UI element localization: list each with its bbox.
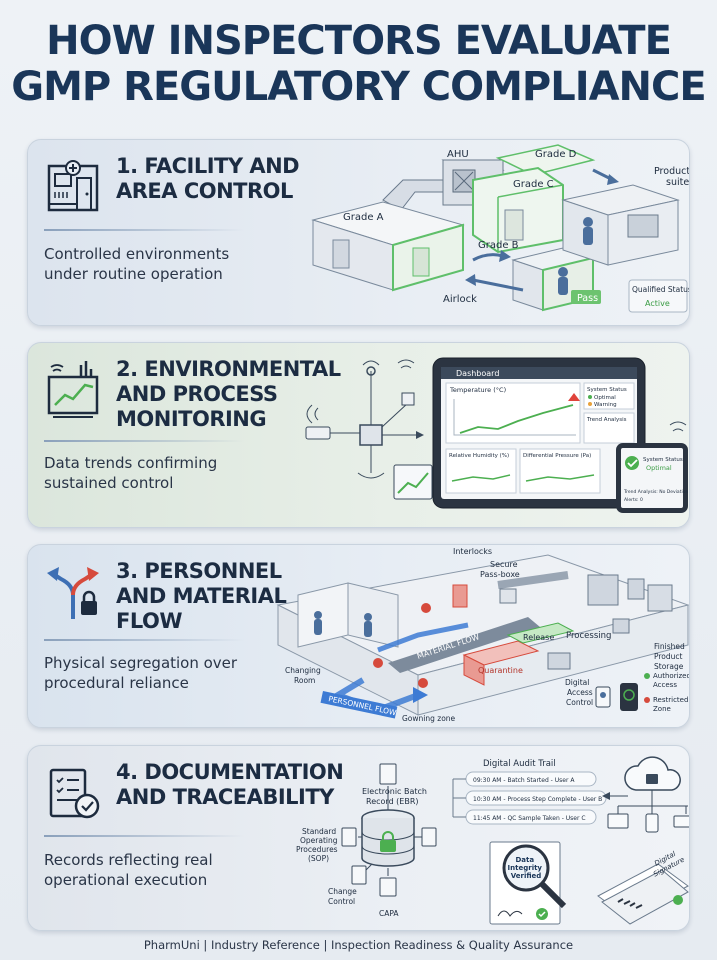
data-integrity-label: Data Integrity Verified — [508, 856, 545, 880]
secure-pass-box-label: Secure Pass-boxe — [480, 560, 520, 579]
section-environmental-process-monitoring: 2. ENVIRONMENTAL AND PROCESS MONITORING … — [27, 342, 690, 528]
section-facility-area-control: 1. FACILITY AND AREA CONTROL Controlled … — [27, 139, 690, 326]
page-title: HOW INSPECTORS EVALUATE GMP REGULATORY C… — [0, 18, 717, 110]
divider — [44, 229, 244, 231]
pass-badge — [571, 290, 601, 304]
divider — [44, 835, 244, 837]
section-subtitle: Data trends confirming sustained control — [44, 454, 218, 492]
audit-entry: 10:30 AM - Process Step Complete - User … — [473, 796, 602, 803]
airlock-label: Airlock — [443, 294, 477, 305]
quarantine-label: Quarantine — [478, 666, 523, 675]
documentation-illustration: Electronic Batch Record (EBR) Standard O… — [296, 756, 689, 925]
authorized-access-label: Authorized Access — [653, 672, 690, 689]
svg-text:Qualified Status:: Qualified Status: — [632, 285, 690, 294]
svg-text:AHU: AHU — [447, 149, 469, 160]
gowning-zone-label: Gowning zone — [402, 714, 456, 723]
monitoring-illustration: Dashboard Temperature (°C) System Status… — [305, 357, 688, 513]
divider — [44, 639, 244, 641]
digital-access-label: Digital Access Control — [565, 678, 595, 707]
svg-text:System Status: System Status — [587, 387, 627, 393]
divider — [44, 440, 244, 442]
svg-text:System Status:: System Status: — [643, 457, 685, 463]
cleanroom-icon — [47, 160, 99, 212]
interlocks-label: Interlocks — [453, 547, 492, 556]
dashboard-screen: Dashboard Temperature (°C) System Status… — [432, 357, 646, 509]
sop-label: Standard Operating Procedures (SOP) — [296, 827, 340, 863]
split-arrows-lock-icon — [47, 567, 99, 619]
svg-text:Warning: Warning — [594, 402, 617, 408]
processing-label: Processing — [566, 631, 611, 641]
audit-entry-list: 09:30 AM - Batch Started - User A 10:30 … — [452, 771, 607, 825]
section-subtitle: Controlled environments under routine op… — [44, 245, 230, 283]
title-line-1: HOW INSPECTORS EVALUATE — [46, 18, 672, 64]
data-integrity-document: Data Integrity Verified — [489, 841, 567, 925]
finished-product-storage-label: Finished Product Storage — [654, 642, 687, 671]
svg-text:Active: Active — [645, 299, 670, 308]
flow-illustration: PERSONNEL FLOW MATERIAL FLOW Quarantine … — [276, 547, 690, 723]
trend-chart-icon — [47, 361, 99, 418]
audit-entry: 09:30 AM - Batch Started - User A — [473, 777, 575, 784]
section-title: 2. ENVIRONMENTAL AND PROCESS MONITORING — [116, 357, 341, 431]
changing-room-label: Changing Room — [285, 666, 323, 685]
svg-text:Optimal: Optimal — [646, 464, 672, 472]
audit-trail-title: Digital Audit Trail — [483, 759, 556, 769]
svg-text:Relative Humidity (%): Relative Humidity (%) — [449, 453, 509, 459]
section-title: 3. PERSONNEL AND MATERIAL FLOW — [116, 559, 287, 633]
svg-text:Alerts: 0: Alerts: 0 — [624, 497, 643, 503]
section-subtitle: Records reflecting real operational exec… — [44, 851, 213, 889]
svg-text:Differential Pressure (Pa): Differential Pressure (Pa) — [523, 453, 591, 459]
section-documentation-traceability: 4. DOCUMENTATION AND TRACEABILITY Record… — [27, 745, 690, 931]
grade-b-label: Grade B — [478, 240, 519, 251]
svg-text:Trend Analysis: Trend Analysis — [586, 417, 627, 423]
svg-text:Temperature (°C): Temperature (°C) — [449, 386, 506, 394]
qualified-status-card: Qualified Status: Active — [628, 279, 690, 313]
grade-a-label: Grade A — [343, 212, 384, 223]
section-personnel-material-flow: 3. PERSONNEL AND MATERIAL FLOW Physical … — [27, 544, 690, 728]
sensor-network — [305, 359, 433, 500]
facility-illustration: AHU Grade D Grade C Grade A Grade B Airl… — [311, 144, 690, 313]
section-title: 1. FACILITY AND AREA CONTROL — [116, 154, 300, 203]
svg-text:Pass: Pass — [577, 293, 598, 304]
section-title: 4. DOCUMENTATION AND TRACEABILITY — [116, 760, 344, 809]
footer-credit: PharmUni | Industry Reference | Inspecti… — [143, 938, 574, 952]
production-suite-label: Production suite — [654, 166, 690, 188]
ebr-label: Electronic Batch Record (EBR) — [362, 787, 430, 806]
section-subtitle: Physical segregation over procedural rel… — [44, 654, 238, 692]
svg-text:Trend Analysis: No Deviation: Trend Analysis: No Deviation — [623, 489, 688, 495]
cloud-sync-icon — [602, 756, 689, 833]
change-control-label: Change Control — [328, 887, 359, 906]
digital-signature-stack: Digital Signature — [597, 850, 689, 925]
capa-label: CAPA — [379, 909, 399, 918]
release-label: Release — [523, 633, 554, 642]
checklist-icon — [49, 768, 100, 819]
database-icon — [361, 809, 415, 867]
svg-text:Optimal: Optimal — [594, 395, 616, 401]
status-tablet: System Status: Optimal Trend Analysis: N… — [616, 421, 688, 513]
restricted-zone-label: Restricted Zone — [653, 696, 690, 713]
grade-c-label: Grade C — [513, 179, 554, 190]
grade-d-label: Grade D — [535, 149, 577, 160]
title-line-2: GMP REGULATORY COMPLIANCE — [11, 64, 706, 110]
svg-text:Dashboard: Dashboard — [456, 369, 499, 378]
audit-entry: 11:45 AM - QC Sample Taken - User C — [473, 815, 586, 822]
